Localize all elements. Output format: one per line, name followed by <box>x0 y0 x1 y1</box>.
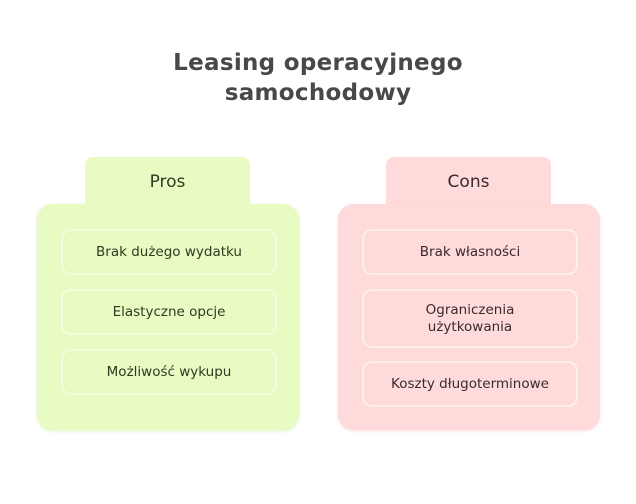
pros-item-label: Elastyczne opcje <box>112 303 226 320</box>
pros-label: Pros <box>149 172 186 192</box>
title-line-2: samochodowy <box>224 80 412 106</box>
pros-item-label: Brak dużego wydatku <box>96 243 242 260</box>
cons-item-label: Ograniczenia użytkowania <box>425 301 515 335</box>
pros-item: Możliwość wykupu <box>61 349 277 395</box>
pros-item: Brak dużego wydatku <box>61 229 277 275</box>
cons-item: Ograniczenia użytkowania <box>362 289 578 348</box>
pros-item-label: Możliwość wykupu <box>106 363 232 380</box>
cons-card: Brak własności Ograniczenia użytkowania … <box>338 204 600 430</box>
cons-item-label: Koszty długoterminowe <box>391 375 549 392</box>
pros-card: Brak dużego wydatku Elastyczne opcje Moż… <box>37 204 299 430</box>
pros-header-tab: Pros <box>85 157 250 207</box>
pros-item: Elastyczne opcje <box>61 289 277 335</box>
title-line-1: Leasing operacyjnego <box>173 50 463 76</box>
cons-item: Brak własności <box>362 229 578 275</box>
cons-header-tab: Cons <box>386 157 551 207</box>
cons-item-label: Brak własności <box>419 243 521 260</box>
cons-label: Cons <box>447 172 490 192</box>
cons-item: Koszty długoterminowe <box>362 361 578 407</box>
diagram-title: Leasing operacyjnego samochodowy <box>0 48 636 108</box>
